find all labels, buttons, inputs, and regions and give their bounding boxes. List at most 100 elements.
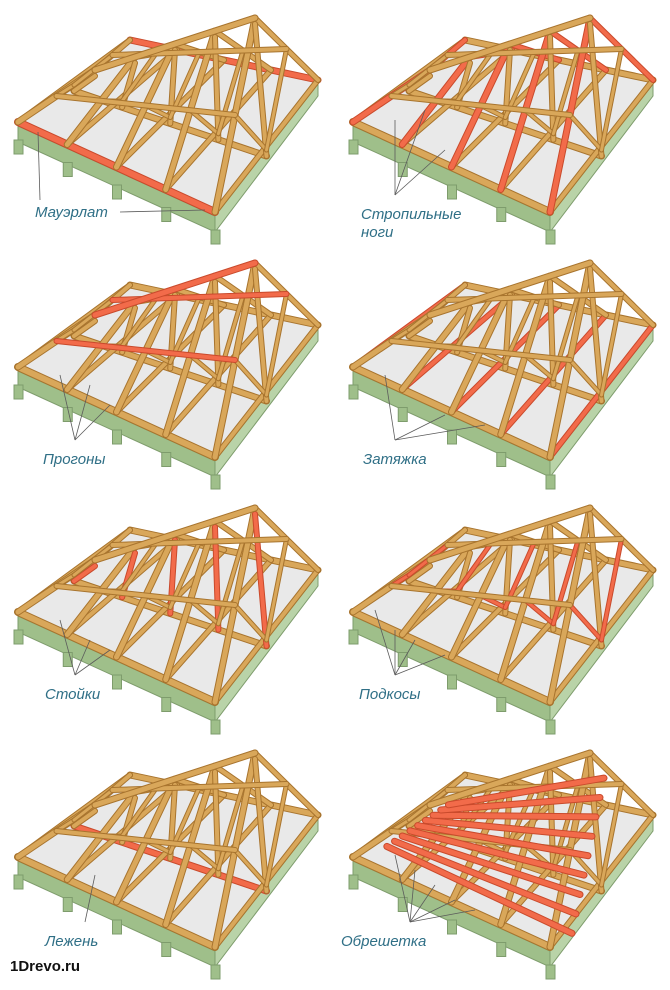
- strut-front: [523, 353, 555, 381]
- strut-back: [265, 47, 288, 152]
- purlin-front: [389, 339, 572, 362]
- wall-pier: [496, 452, 507, 467]
- leader-line: [409, 869, 416, 923]
- strut-back: [455, 542, 493, 593]
- strut-front: [568, 603, 603, 642]
- wall-pier: [545, 229, 556, 245]
- strut-back: [120, 52, 158, 103]
- post: [72, 809, 97, 828]
- wall-pier: [112, 184, 122, 200]
- batten: [438, 795, 603, 813]
- wall-pier: [545, 964, 556, 980]
- leader-line: [394, 654, 446, 676]
- strut-front: [568, 113, 603, 152]
- leader-line: [84, 874, 96, 923]
- strut-back: [600, 47, 623, 152]
- post: [253, 512, 269, 648]
- leader-line: [374, 609, 396, 676]
- strut-back: [216, 294, 245, 381]
- leader-line: [74, 384, 91, 441]
- post: [407, 74, 432, 93]
- roof-diagram-sill: [13, 749, 322, 980]
- wall-pier: [447, 184, 457, 200]
- label-battens: Обрешетка: [341, 933, 427, 950]
- leader-line: [394, 414, 446, 441]
- batten: [422, 817, 595, 839]
- ridge-purlin: [92, 15, 258, 73]
- post: [253, 22, 269, 158]
- wall-pier: [397, 897, 408, 912]
- strut-back: [600, 292, 623, 397]
- leader-line: [394, 639, 416, 676]
- batten: [407, 828, 587, 878]
- batten: [392, 838, 579, 917]
- purlin-front: [389, 584, 572, 607]
- panel-mauerlat: Мауэрлат: [0, 0, 335, 245]
- post: [72, 564, 97, 583]
- strut-front: [233, 848, 268, 887]
- wall-pier: [112, 674, 122, 690]
- wall-pier: [348, 139, 359, 155]
- ridge-purlin: [92, 260, 258, 318]
- label-sill: Лежень: [45, 933, 99, 950]
- roof-diagram-struts: [348, 504, 657, 735]
- leader-line: [394, 149, 446, 196]
- wall-pier: [496, 942, 507, 957]
- post: [407, 564, 432, 583]
- strut-back: [551, 539, 580, 626]
- strut-front: [188, 108, 220, 136]
- wall-pier: [210, 229, 221, 245]
- wall-pier: [397, 407, 408, 422]
- leader-line: [394, 854, 411, 923]
- post: [407, 319, 432, 338]
- strut-back: [600, 537, 623, 642]
- strut-back: [265, 537, 288, 642]
- leader-line: [409, 899, 456, 923]
- strut-front: [233, 358, 268, 397]
- strut-back: [120, 787, 158, 838]
- wall-pier: [62, 652, 73, 667]
- leader-line: [409, 909, 476, 923]
- roof-diagram-purlins: [13, 259, 322, 490]
- wall-pier: [348, 384, 359, 400]
- purlin-front: [54, 829, 237, 852]
- ridge-purlin: [427, 15, 593, 73]
- panel-posts: Стойки: [0, 490, 335, 735]
- strut-back: [120, 542, 158, 593]
- wall-pier: [348, 874, 359, 890]
- panel-rafters: Стропильные ноги: [335, 0, 670, 245]
- batten: [445, 775, 607, 808]
- panel-sill: Лежень: [0, 735, 335, 980]
- strut-back: [600, 782, 623, 887]
- wall-pier: [496, 207, 507, 222]
- batten: [399, 833, 583, 897]
- strut-back: [120, 297, 158, 348]
- roof-diagram-tie: [348, 259, 657, 490]
- post: [72, 319, 97, 338]
- strut-front: [233, 113, 268, 152]
- wall-pier: [348, 629, 359, 645]
- post: [253, 757, 269, 893]
- wall-pier: [545, 474, 556, 490]
- strut-back: [216, 49, 245, 136]
- label-rafters: Стропильные: [361, 206, 462, 223]
- site-watermark: 1Drevo.ru: [10, 958, 81, 975]
- label-posts: Стойки: [45, 686, 101, 703]
- strut-front: [233, 603, 268, 642]
- leader-line: [37, 131, 41, 201]
- ridge-purlin: [92, 750, 258, 808]
- wall-pier: [161, 942, 172, 957]
- strut-back: [265, 782, 288, 887]
- roof-diagram-rafters: [348, 14, 657, 245]
- strut-back: [216, 539, 245, 626]
- ridge-purlin: [92, 505, 258, 563]
- purlin-front: [54, 339, 237, 362]
- wall-pier: [13, 874, 24, 890]
- leader-line: [394, 424, 486, 441]
- strut-back: [216, 784, 245, 871]
- post: [253, 267, 269, 403]
- leader-line: [59, 374, 76, 441]
- leader-line: [409, 884, 436, 923]
- wall-pier: [210, 474, 221, 490]
- post: [72, 74, 97, 93]
